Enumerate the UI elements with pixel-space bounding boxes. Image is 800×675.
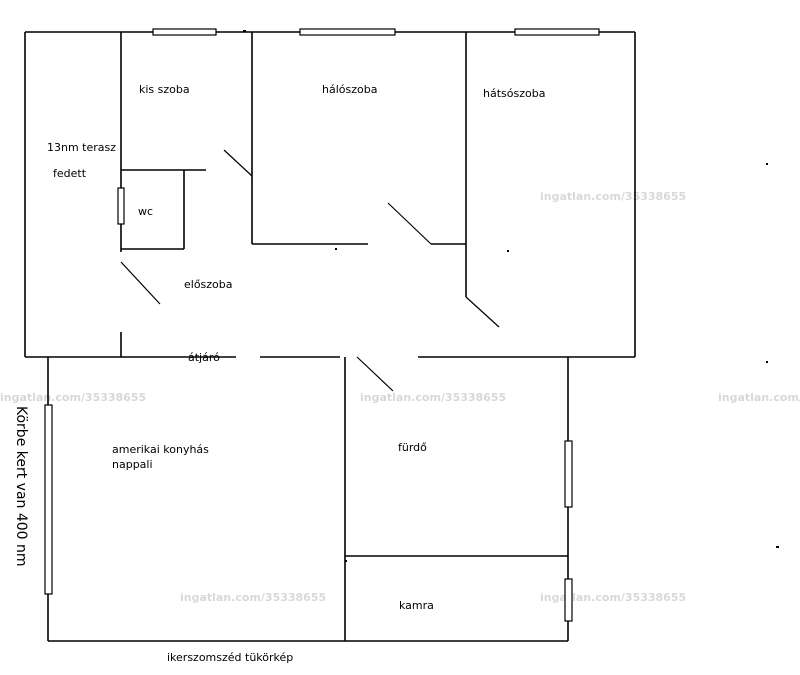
window-backroom [514, 28, 600, 36]
mark [507, 250, 509, 252]
label-wc: wc [138, 205, 153, 218]
door-bathroom [356, 356, 394, 392]
windows [44, 28, 600, 622]
door-backroom [465, 296, 500, 328]
walls [24, 31, 636, 642]
watermark: ingatlan.com/35338655 [0, 391, 146, 404]
watermark: ingatlan.com/35338655 [718, 391, 800, 404]
label-haloszoba: hálószoba [322, 83, 377, 96]
window-pantry [564, 578, 573, 622]
label-atjaro: átjáró [188, 351, 220, 364]
watermark: ingatlan.com/35338655 [180, 591, 326, 604]
window-bathroom [564, 440, 573, 508]
door-hall [120, 261, 161, 305]
label-terasz: 13nm terasz [47, 141, 116, 154]
window-wc [117, 187, 125, 225]
stray-marks [243, 30, 779, 562]
label-hatsoszoba: hátsószoba [483, 87, 545, 100]
watermarks: ingatlan.com/35338655 ingatlan.com/35338… [0, 190, 800, 604]
label-fedett: fedett [53, 167, 87, 180]
label-eloszoba: előszoba [184, 278, 233, 291]
door-kis-szoba [223, 149, 253, 177]
window-living [44, 404, 53, 595]
watermark: ingatlan.com/35338655 [540, 190, 686, 203]
label-nappali-2: nappali [112, 458, 153, 471]
mark [776, 546, 779, 548]
label-nappali-1: amerikai konyhás [112, 443, 209, 456]
watermark: ingatlan.com/35338655 [540, 591, 686, 604]
watermark: ingatlan.com/35338655 [360, 391, 506, 404]
mark [345, 560, 347, 562]
note-garden: Körbe kert van 400 nm [13, 406, 29, 567]
window-bedroom [299, 28, 396, 36]
room-labels: kis szoba hálószoba hátsószoba 13nm tera… [47, 83, 545, 612]
label-furdo: fürdő [398, 441, 427, 454]
label-kis-szoba: kis szoba [139, 83, 190, 96]
door-bedroom [387, 202, 432, 245]
doors [120, 149, 500, 392]
label-kamra: kamra [399, 599, 434, 612]
mark [766, 361, 768, 363]
note-neighbor: ikerszomszéd tükörkép [167, 651, 293, 664]
window-kis-szoba [152, 28, 217, 36]
mark [335, 248, 337, 250]
mark [243, 30, 246, 32]
mark [766, 163, 768, 165]
